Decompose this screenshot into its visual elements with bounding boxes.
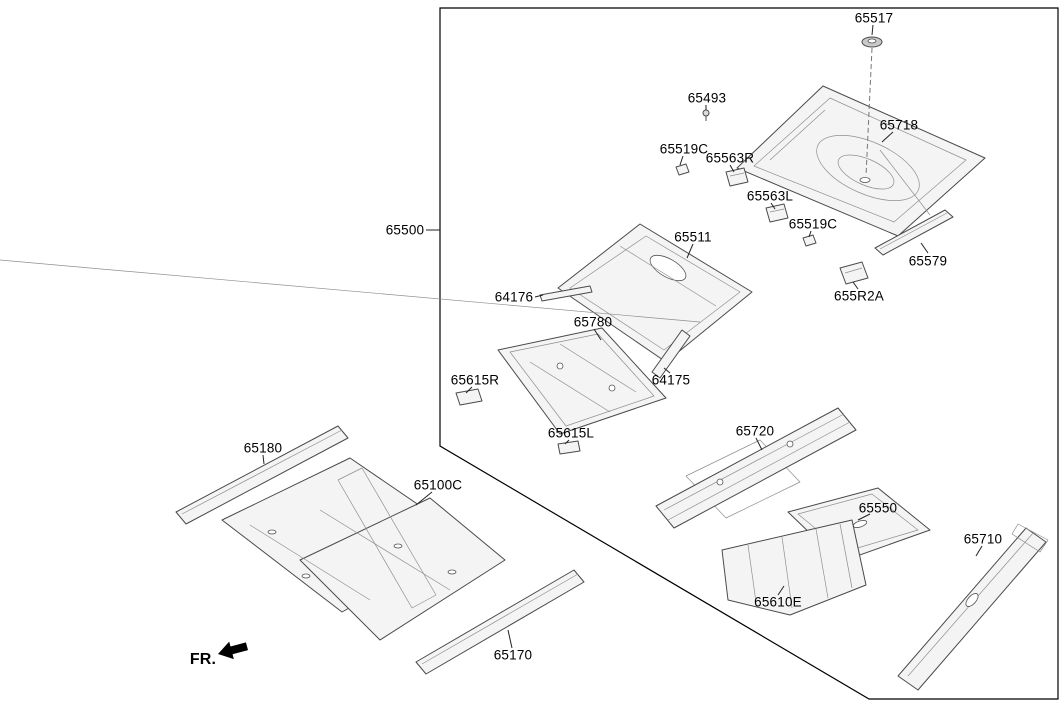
part-shape-65100C [221,457,506,641]
part-label-65579: 65579 [908,253,948,269]
part-shape-65563R [725,167,749,187]
part-label-65517: 65517 [854,10,894,26]
part-shape-65710 [897,523,1049,691]
part-label-65563R: 65563R [705,150,755,166]
part-label-65720: 65720 [735,423,775,439]
part-shape-64175 [651,329,691,379]
part-label-655R2A: 655R2A [834,288,884,304]
part-label-65519C-2: 65519C [788,216,838,232]
part-shape-65720 [655,407,857,529]
part-label-65493: 65493 [687,90,727,106]
part-shape-65180 [175,425,349,525]
part-label-64176: 64176 [494,289,534,305]
part-shape-65615L [557,440,581,455]
part-label-65615R: 65615R [450,372,500,388]
assembly-65500-border [439,7,1059,700]
part-shape-65563L [765,203,789,223]
part-shape-65519C-1 [675,163,690,176]
part-label-65615L: 65615L [547,425,595,441]
part-shape-64176 [539,285,593,302]
part-label-65718: 65718 [879,117,919,133]
part-label-65550: 65550 [858,500,898,516]
part-shape-65517 [861,36,883,177]
part-label-65180: 65180 [243,440,283,456]
part-label-65100C: 65100C [413,477,463,493]
part-label-65170: 65170 [493,647,533,663]
part-shape-65780 [497,327,667,435]
part-shape-65493 [702,109,710,121]
leader-lines [262,24,983,649]
part-label-65511: 65511 [674,229,712,245]
part-label-65610E: 65610E [754,594,802,610]
part-label-65780: 65780 [573,314,613,330]
part-label-65519C-1: 65519C [659,141,709,157]
part-shape-65170 [415,569,585,675]
fr-arrow [218,641,249,660]
part-label-65710: 65710 [963,531,1003,547]
part-label-65500: 65500 [385,222,425,238]
part-shape-65511 [0,223,753,363]
part-shape-65615R [455,388,483,406]
fr-direction-label: FR. [189,651,217,668]
part-shape-65579 [874,209,954,256]
part-label-65563L: 65563L [746,188,794,204]
part-shape-655R2A [839,261,869,285]
part-shape-65610E [721,519,867,616]
part-label-64175: 64175 [651,372,691,388]
